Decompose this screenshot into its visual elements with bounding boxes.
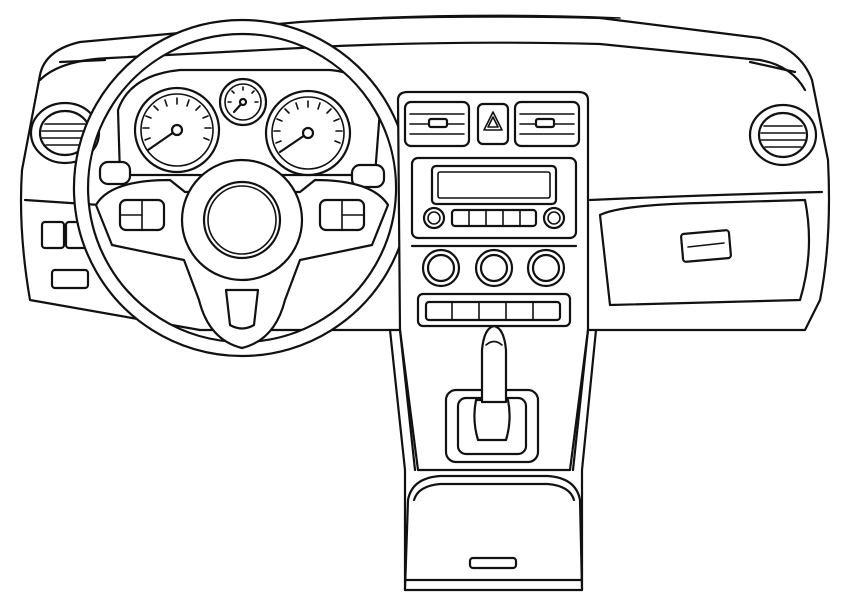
climate-knob-icon[interactable] (474, 248, 514, 288)
glove-box (588, 190, 824, 307)
switch-strip (416, 292, 572, 328)
hazard-warning-icon[interactable] (476, 102, 510, 146)
center-air-vent-left (403, 100, 471, 148)
glove-box-handle-icon (680, 229, 732, 263)
tune-knob-icon[interactable] (542, 206, 566, 230)
right-air-vent (748, 103, 818, 167)
climate-knob-icon[interactable] (421, 248, 461, 288)
center-stack (396, 90, 590, 472)
climate-knob-icon[interactable] (526, 248, 566, 288)
tachometer-icon (264, 89, 352, 177)
volume-knob-icon[interactable] (422, 206, 446, 230)
climate-controls (410, 244, 578, 288)
armrest-icon (403, 474, 584, 592)
left-air-vent (29, 101, 101, 165)
gear-shifter-icon[interactable] (444, 324, 540, 464)
steering-wheel-icon (72, 18, 411, 358)
center-air-vent-right (513, 100, 581, 148)
small-gauge-icon (218, 77, 268, 127)
speedometer-icon (133, 86, 221, 174)
steering-stalks (98, 160, 386, 189)
instrument-cluster (116, 68, 382, 177)
radio-display-icon (410, 156, 578, 240)
